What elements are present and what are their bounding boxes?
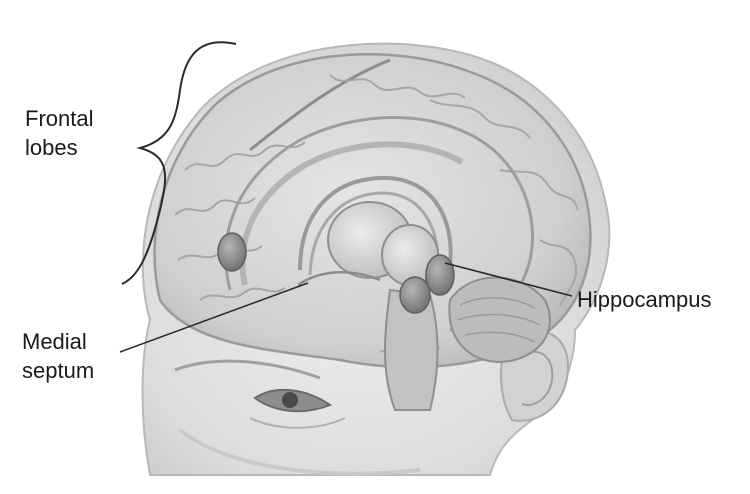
amygdala-left-shape [217, 232, 247, 272]
frontal-lobes-label: Frontal lobes [25, 104, 93, 162]
limbic-structures [217, 175, 551, 411]
cerebellum-shape [448, 276, 551, 364]
medial-septum-label: Medial septum [22, 327, 94, 385]
hippocampus-label-text: Hippocampus [577, 287, 712, 312]
medial-septum-label-line2: septum [22, 358, 95, 383]
hippocampus-rear-shape [425, 254, 455, 296]
frontal-brace [121, 41, 237, 285]
medial-septum-leader [119, 282, 309, 353]
brow-shape [174, 359, 321, 380]
medial-septum-label-line1: Medial [22, 329, 87, 354]
hippocampus-front-shape [399, 276, 431, 314]
frontal-lobes-label-line1: Frontal [25, 106, 94, 131]
brainstem-shape [384, 288, 439, 411]
hippocampus-leader [444, 262, 573, 297]
frontal-lobes-label-line2: lobes [25, 135, 78, 160]
hippocampus-label: Hippocampus [577, 285, 712, 314]
